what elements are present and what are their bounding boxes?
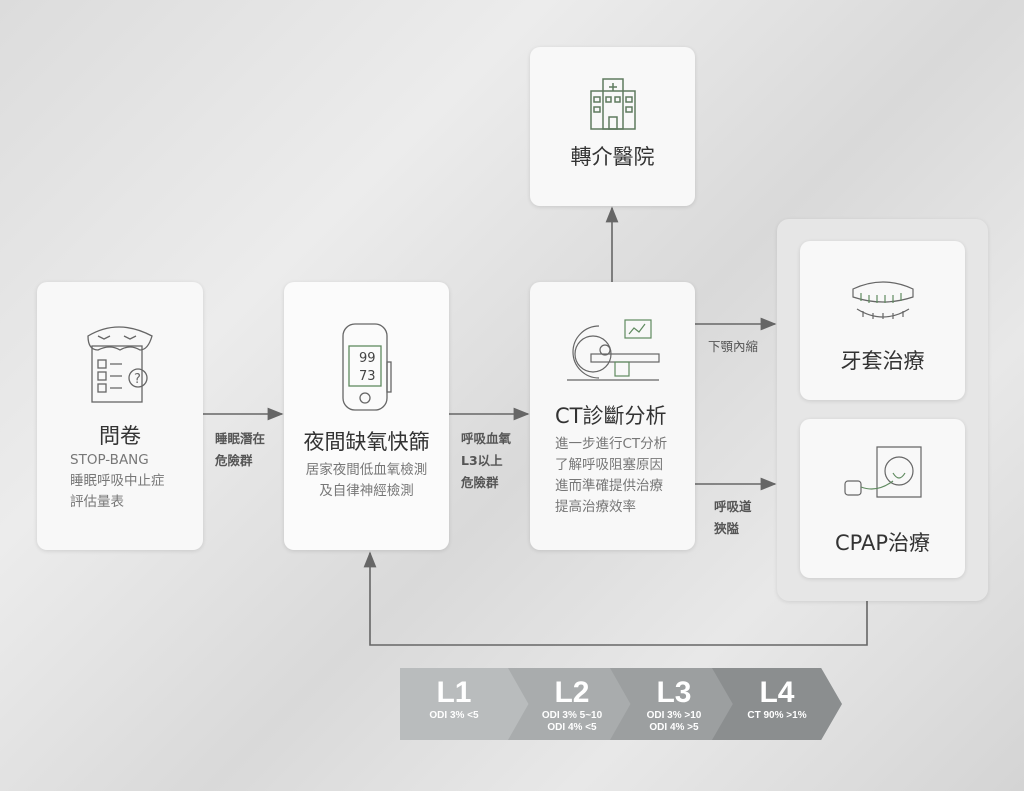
level-l3: L3 ODI 3% >10 ODI 4% >5 bbox=[610, 668, 738, 740]
level-criteria: ODI 3% <5 bbox=[429, 710, 479, 721]
questionnaire-card: ? 問卷 STOP-BANG 睡眠呼吸中止症 評估量表 bbox=[37, 282, 203, 550]
label-line: 呼吸道 bbox=[714, 499, 752, 514]
screening-line: 居家夜間低血氧檢測 bbox=[305, 462, 428, 478]
label-line: 危險群 bbox=[461, 475, 499, 490]
level-name: L4 bbox=[759, 676, 795, 709]
level-criteria: ODI 4% <5 bbox=[547, 722, 597, 733]
label-line: 下顎內縮 bbox=[708, 339, 759, 354]
ct-line: 進而準確提供治療 bbox=[555, 478, 663, 494]
questionnaire-line: STOP-BANG bbox=[70, 452, 149, 468]
questionnaire-line: 睡眠呼吸中止症 bbox=[70, 473, 165, 489]
label-line: 狹隘 bbox=[714, 521, 740, 536]
level-l4: L4 CT 90% >1% bbox=[712, 668, 842, 740]
ct-line: 了解呼吸阻塞原因 bbox=[555, 457, 663, 473]
arrow-label-narrow-airway: 呼吸道狹隘 bbox=[714, 496, 752, 540]
feedback-arrow bbox=[363, 551, 868, 646]
ct-line: 進一步進行CT分析 bbox=[555, 436, 668, 452]
level-criteria: ODI 4% >5 bbox=[649, 722, 699, 733]
hospital-icon bbox=[589, 78, 636, 130]
level-name: L1 bbox=[436, 676, 472, 709]
questionnaire-title: 問卷 bbox=[99, 424, 141, 448]
brace-card: 牙套治療 bbox=[800, 241, 965, 400]
svg-text:?: ? bbox=[134, 372, 141, 387]
level-l1: L1 ODI 3% <5 bbox=[400, 668, 530, 740]
ct-scanner-icon bbox=[566, 319, 660, 381]
screening-line: 及自律神經檢測 bbox=[319, 483, 414, 499]
ct-line: 提高治療效率 bbox=[555, 499, 636, 515]
questionnaire-line: 評估量表 bbox=[70, 494, 124, 510]
dental-brace-icon bbox=[851, 281, 914, 319]
level-criteria: CT 90% >1% bbox=[747, 710, 807, 721]
sleep-questionnaire-icon: ? bbox=[87, 326, 153, 403]
label-line: L3以上 bbox=[461, 453, 503, 468]
level-l2: L2 ODI 3% 5~10 ODI 4% <5 bbox=[508, 668, 636, 740]
hospital-title: 轉介醫院 bbox=[570, 145, 655, 169]
label-line: 呼吸血氧 bbox=[461, 431, 512, 446]
label-line: 睡眠潛在 bbox=[215, 431, 266, 446]
arrow-label-at-risk: 睡眠潛在危險群 bbox=[215, 428, 265, 472]
cpap-mask-icon bbox=[843, 446, 922, 498]
ct-card: CT診斷分析 進一步進行CT分析 了解呼吸阻塞原因 進而準確提供治療 提高治療效… bbox=[530, 282, 695, 550]
arrow-label-l3: 呼吸血氧 L3以上危險群 bbox=[461, 428, 511, 494]
arrow-label-retrognathia: 下顎內縮 bbox=[708, 336, 758, 358]
label-line: 危險群 bbox=[215, 453, 253, 468]
brace-title: 牙套治療 bbox=[840, 349, 925, 373]
level-name: L2 bbox=[554, 676, 590, 709]
level-criteria: ODI 3% 5~10 bbox=[541, 710, 603, 721]
cpap-card: CPAP治療 bbox=[800, 419, 965, 578]
svg-text:99: 99 bbox=[359, 351, 376, 366]
screening-title: 夜間缺氧快篩 bbox=[303, 430, 430, 454]
level-criteria: ODI 3% >10 bbox=[646, 710, 702, 721]
level-name: L3 bbox=[656, 676, 692, 709]
cpap-title: CPAP治療 bbox=[834, 531, 930, 555]
hospital-card: 轉介醫院 bbox=[530, 47, 695, 206]
svg-text:73: 73 bbox=[359, 369, 376, 384]
ct-title: CT診斷分析 bbox=[555, 404, 667, 428]
